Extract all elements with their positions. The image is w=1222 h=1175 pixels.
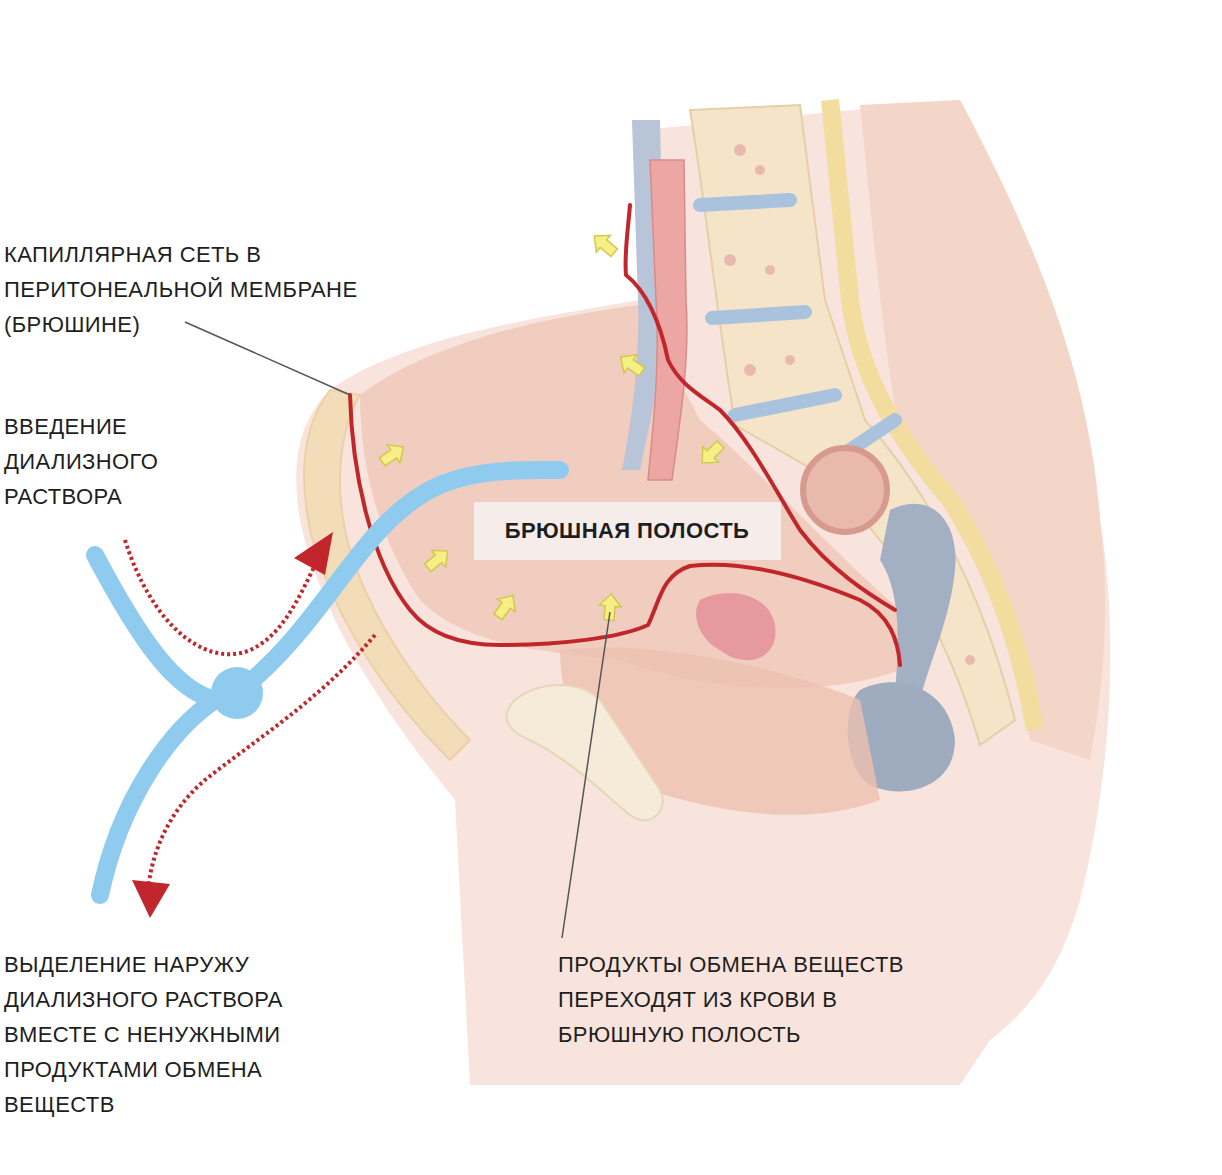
body-silhouette <box>296 100 1110 1085</box>
spinal-canal <box>830 100 1035 730</box>
region-box: БРЮШНАЯ ПОЛОСТЬ <box>474 502 781 560</box>
intestine <box>803 448 887 532</box>
uterus <box>696 593 775 660</box>
pubic-bone <box>507 685 663 820</box>
annotation-label: КАПИЛЛЯРНАЯ СЕТЬ В ПЕРИТОНЕАЛЬНОЙ МЕМБРА… <box>4 237 424 342</box>
annotation-label: ПРОДУКТЫ ОБМЕНА ВЕЩЕСТВ ПЕРЕХОДЯТ ИЗ КРО… <box>558 947 948 1052</box>
flow-arrows <box>125 540 375 890</box>
capillary-line <box>350 395 900 665</box>
annotation-label: ВВЕДЕНИЕ ДИАЛИЗНОГО РАСТВОРА <box>4 409 204 514</box>
vertebral-column <box>690 105 1015 745</box>
leader-line <box>185 322 350 395</box>
leader-line <box>562 612 610 938</box>
rectum <box>880 504 956 700</box>
flow-arrowhead <box>294 532 333 575</box>
intervertebral-discs <box>700 200 895 470</box>
aorta <box>648 160 687 480</box>
annotation-label: ВЫДЕЛЕНИЕ НАРУЖУ ДИАЛИЗНОГО РАСТВОРА ВМЕ… <box>4 947 334 1122</box>
region-title: БРЮШНАЯ ПОЛОСТЬ <box>505 518 750 544</box>
catheter-connector <box>211 667 263 719</box>
flow-arrowhead <box>132 880 170 918</box>
diffusion-arrows <box>376 228 728 624</box>
